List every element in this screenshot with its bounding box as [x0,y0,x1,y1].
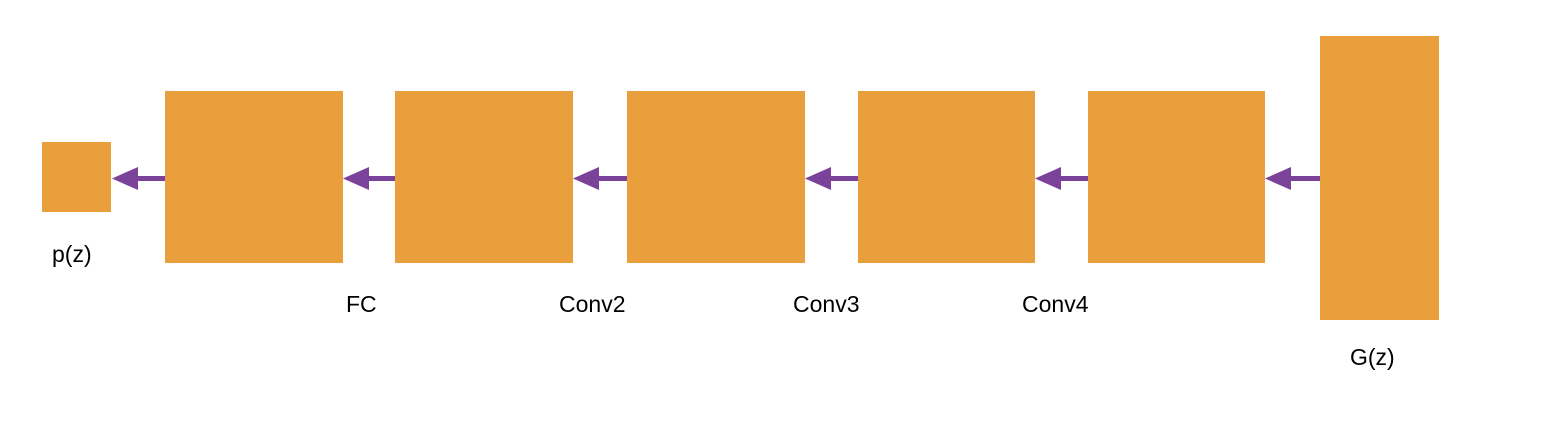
label-fc: FC [346,291,377,317]
block-4 [858,91,1035,263]
block-5 [1088,91,1265,263]
arrow-6 [1265,167,1320,190]
block-pz [42,142,111,212]
label-conv3: Conv3 [793,291,860,317]
arrow-4 [805,167,858,190]
label-gz: G(z) [1350,344,1395,370]
label-pz: p(z) [52,241,92,267]
arrow-5 [1035,167,1088,190]
block-3 [627,91,805,263]
arrow-1 [112,167,165,190]
arrow-2 [343,167,395,190]
label-conv2: Conv2 [559,291,626,317]
block-1 [165,91,343,263]
arrow-3 [573,167,627,190]
label-conv4: Conv4 [1022,291,1089,317]
block-2 [395,91,573,263]
block-gz [1320,36,1439,320]
